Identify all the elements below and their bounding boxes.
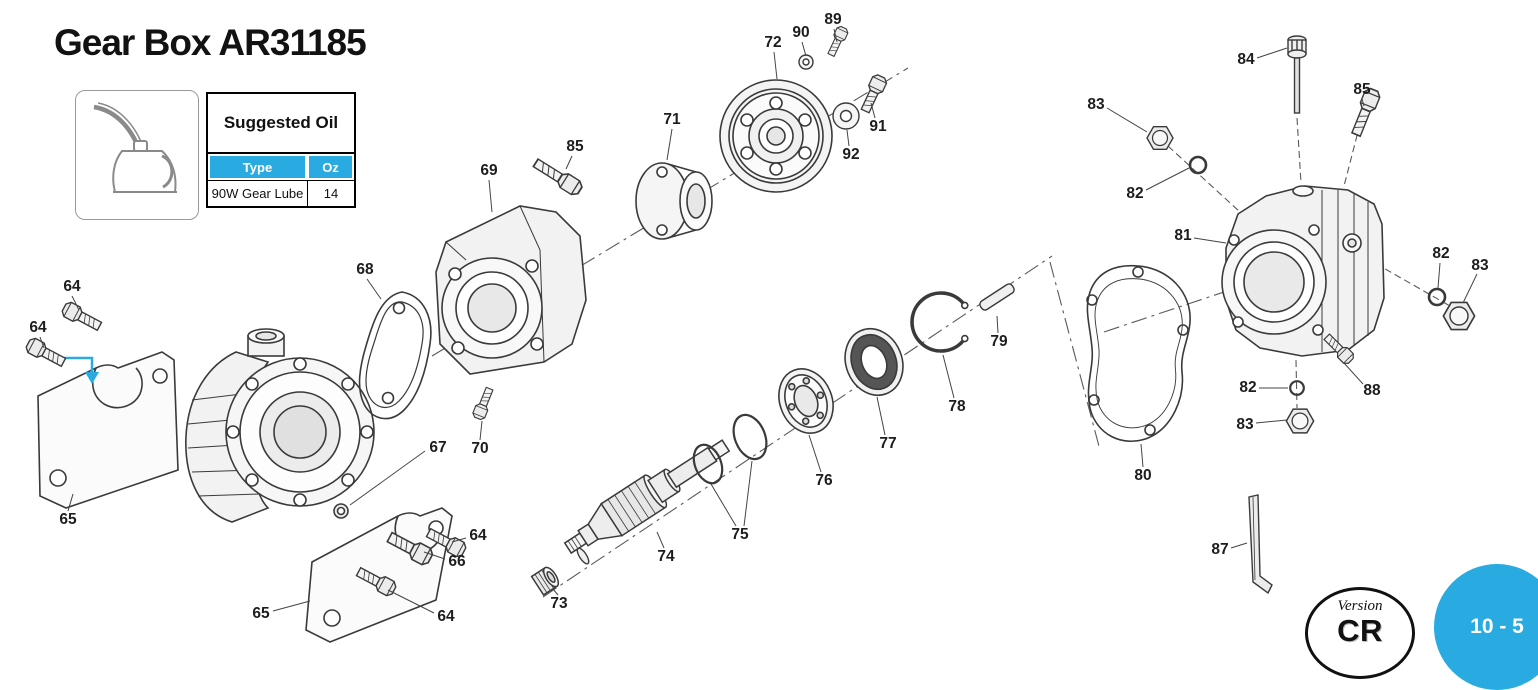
part-number-callout: 73 bbox=[550, 595, 568, 612]
pin-79-drawing bbox=[979, 283, 1015, 311]
part-number-callout: 82 bbox=[1432, 245, 1450, 262]
catalog-page: { "page": { "title": "Gear Box AR31185",… bbox=[23, 11, 1538, 690]
part-number-callout: 92 bbox=[842, 146, 860, 163]
oil-fill-arrow-icon bbox=[62, 356, 99, 384]
mounting-bracket-left-drawing bbox=[37, 351, 179, 509]
oil-type-value: 90W Gear Lube bbox=[211, 186, 304, 201]
bearing-76-drawing bbox=[778, 368, 834, 434]
part-number-callout: 64 bbox=[437, 608, 455, 625]
part-number-callout: 64 bbox=[29, 319, 47, 336]
version-badge: Version CR bbox=[1305, 587, 1415, 679]
part-number-callout: 83 bbox=[1087, 96, 1105, 113]
hub-71-drawing bbox=[635, 162, 713, 240]
page-number: 10 - 5 bbox=[1470, 615, 1524, 638]
part-number-callout: 68 bbox=[356, 261, 374, 278]
mounting-bracket-bottom-drawing bbox=[305, 507, 453, 643]
part-number-callout: 76 bbox=[815, 472, 833, 489]
hex-plug-drawing bbox=[1442, 301, 1476, 331]
part-number-callout: 82 bbox=[1239, 379, 1257, 396]
part-number-callout: 87 bbox=[1211, 541, 1229, 558]
retaining-rings-75-drawing bbox=[692, 413, 768, 485]
washer-92-drawing bbox=[832, 102, 860, 130]
dipstick-84-drawing bbox=[1287, 35, 1307, 114]
part-number-callout: 83 bbox=[1471, 257, 1489, 274]
shaft-74-drawing bbox=[563, 439, 731, 555]
part-number-callout: 78 bbox=[948, 398, 966, 415]
gasket-68-drawing bbox=[358, 291, 432, 420]
page-title: Gear Box AR31185 bbox=[54, 22, 367, 63]
hex-bolt-drawing bbox=[23, 335, 68, 371]
hex-bolt-drawing bbox=[530, 155, 585, 199]
suggested-oil-header-row: Type Oz bbox=[208, 154, 354, 181]
part-number-callout: 90 bbox=[792, 24, 810, 41]
part-number-callout: 67 bbox=[429, 439, 447, 456]
hex-bolt-drawing bbox=[825, 24, 850, 59]
part-number-callout: 84 bbox=[1237, 51, 1255, 68]
o-ring-drawing bbox=[1188, 155, 1208, 175]
part-number-callout: 70 bbox=[471, 440, 489, 457]
part-number-callout: 65 bbox=[59, 511, 77, 528]
part-number-callout: 71 bbox=[663, 111, 681, 128]
hex-bolt-drawing bbox=[857, 72, 889, 115]
column-header-type: Type bbox=[208, 154, 307, 180]
part-number-callout: 66 bbox=[448, 553, 466, 570]
part-number-callout: 89 bbox=[824, 11, 842, 28]
suggested-oil-data-row: 90W Gear Lube 14 bbox=[208, 181, 354, 206]
pulley-72-drawing bbox=[719, 79, 833, 193]
part-number-callout: 88 bbox=[1363, 382, 1381, 399]
snap-ring-78-drawing bbox=[910, 291, 969, 353]
part-number-callout: 65 bbox=[252, 605, 270, 622]
o-ring-drawing bbox=[1427, 287, 1447, 307]
column-header-oz: Oz bbox=[307, 154, 354, 180]
suggested-oil-title: Suggested Oil bbox=[208, 94, 354, 154]
exploded-diagram bbox=[23, 24, 1478, 643]
oil-can-icon bbox=[93, 102, 177, 193]
gearbox-housing-69-drawing bbox=[435, 205, 587, 375]
hex-plug-drawing bbox=[1285, 408, 1315, 434]
part-number-callout: 83 bbox=[1236, 416, 1254, 433]
part-number-callout: 77 bbox=[879, 435, 897, 452]
part-number-callout: 79 bbox=[990, 333, 1008, 350]
part-number-callout: 72 bbox=[764, 34, 782, 51]
part-number-callout: 64 bbox=[63, 278, 81, 295]
part-number-callout: 80 bbox=[1134, 467, 1152, 484]
part-number-callout: 64 bbox=[469, 527, 487, 544]
bell-housing-drawing bbox=[185, 328, 375, 523]
oil-can-box bbox=[75, 90, 199, 220]
part-number-callout: 85 bbox=[566, 138, 584, 155]
part-number-callout: 75 bbox=[731, 526, 749, 543]
version-label: Version bbox=[1337, 598, 1383, 614]
oil-oz-value: 14 bbox=[307, 181, 354, 206]
part-number-callout: 91 bbox=[869, 118, 887, 135]
crankcase-81-drawing bbox=[1221, 185, 1385, 357]
part-number-callout: 74 bbox=[657, 548, 675, 565]
hex-plug-drawing bbox=[1146, 125, 1174, 151]
nut-73-drawing bbox=[530, 566, 560, 596]
hex-bolt-drawing bbox=[471, 385, 497, 422]
leader-lines bbox=[39, 28, 1478, 614]
part-number-callout: 81 bbox=[1174, 227, 1192, 244]
hex-bolt-drawing bbox=[59, 299, 104, 335]
part-number-callout: 82 bbox=[1126, 185, 1144, 202]
version-code: CR bbox=[1337, 613, 1383, 648]
part-number-callout: 69 bbox=[480, 162, 498, 179]
suggested-oil-table: Suggested Oil Type Oz 90W Gear Lube 14 bbox=[206, 92, 356, 208]
gasket-80-drawing bbox=[1086, 264, 1191, 443]
part-number-callout: 85 bbox=[1353, 81, 1371, 98]
washer-90-drawing bbox=[798, 54, 814, 70]
allen-key-87-drawing bbox=[1248, 494, 1273, 595]
seal-77-drawing bbox=[844, 327, 904, 397]
